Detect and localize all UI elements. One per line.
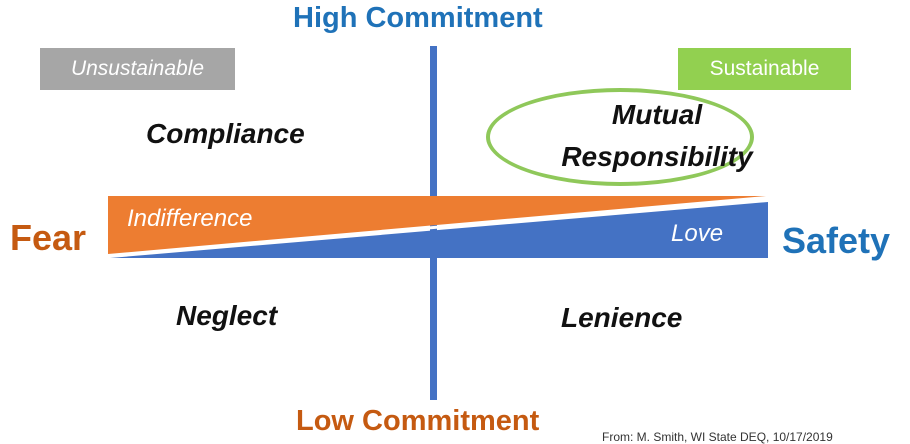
axis-label-fear: Fear bbox=[10, 217, 87, 258]
mutual-line: Mutual bbox=[611, 99, 703, 130]
fear-safety-band bbox=[108, 196, 770, 258]
sustainable-tag: Sustainable bbox=[678, 48, 851, 90]
unsustainable-tag: Unsustainable bbox=[40, 48, 235, 90]
band-divider bbox=[108, 196, 770, 258]
quadrant-compliance: Compliance bbox=[146, 118, 305, 149]
axis-label-safety: Safety bbox=[782, 220, 891, 261]
love-label: Love bbox=[671, 220, 724, 247]
axis-label-high-commitment: High Commitment bbox=[293, 2, 543, 34]
responsibility-line: Responsibility bbox=[561, 141, 753, 172]
source-note: From: M. Smith, WI State DEQ, 10/17/2019 bbox=[602, 430, 833, 444]
axis-label-low-commitment: Low Commitment bbox=[296, 405, 540, 437]
love-wedge bbox=[110, 202, 768, 258]
quadrant-lenience: Lenience bbox=[561, 302, 683, 333]
highlight-ellipse bbox=[486, 88, 754, 186]
quadrant-neglect: Neglect bbox=[176, 300, 278, 331]
indifference-label: Indifference bbox=[127, 205, 253, 232]
indifference-wedge bbox=[108, 196, 766, 254]
quadrant-mutual-responsibility: Mutual Responsibility bbox=[512, 94, 802, 178]
